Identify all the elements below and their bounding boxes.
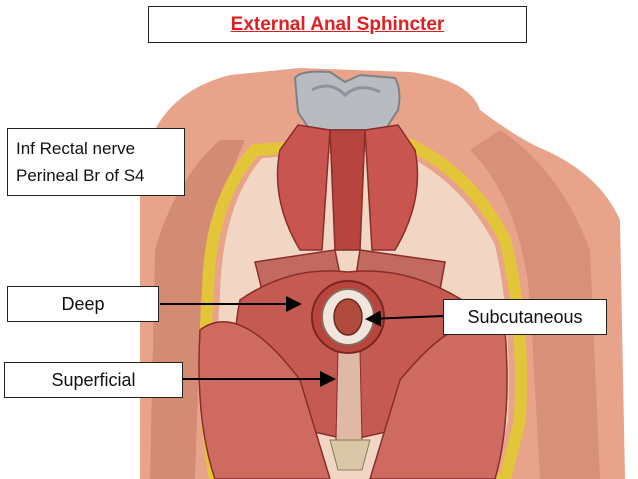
nerve-line-1: Inf Rectal nerve <box>16 139 136 158</box>
page-title: External Anal Sphincter <box>230 13 445 35</box>
anococcygeal-body <box>335 349 363 441</box>
ischiocavernosus-right <box>364 124 419 251</box>
ischiocavernosus-left <box>276 124 331 251</box>
nerve-line-2: Perineal Br of S4 <box>16 166 145 185</box>
gluteus-left <box>198 321 331 479</box>
anal-opening <box>333 298 363 336</box>
subcutaneous-label: Subcutaneous <box>443 299 607 335</box>
nerve-supply-label: Inf Rectal nerve Perineal Br of S4 <box>7 128 185 196</box>
coccyx <box>329 439 371 471</box>
bulbospongiosus <box>329 129 366 251</box>
deep-label-text: Deep <box>61 293 105 314</box>
deep-label: Deep <box>7 286 159 322</box>
subcutaneous-label-text: Subcutaneous <box>467 306 583 327</box>
superficial-label-text: Superficial <box>51 369 136 390</box>
title-box: External Anal Sphincter <box>148 6 527 43</box>
subcutaneous-arrow <box>365 310 444 327</box>
pubic-bone <box>293 70 401 131</box>
pubic-bone-detail <box>311 84 381 98</box>
superficial-label: Superficial <box>4 362 183 398</box>
